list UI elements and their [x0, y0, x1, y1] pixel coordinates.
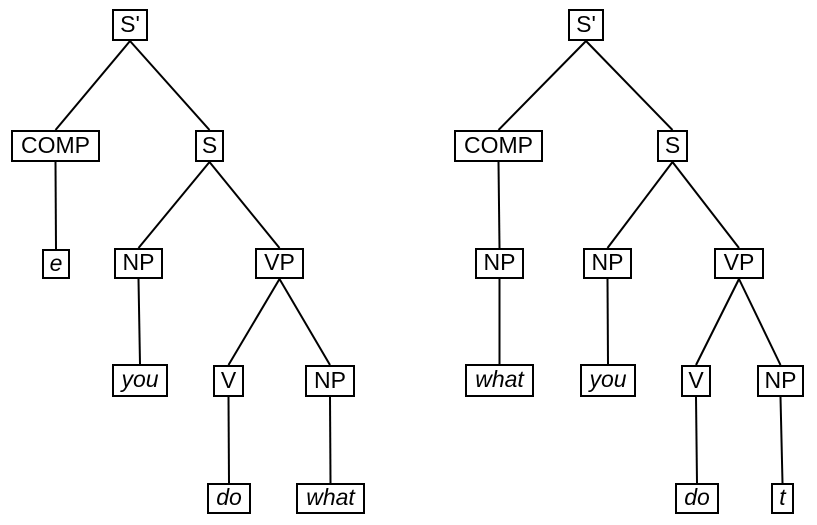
tree-edge-l-np1-to-l-you	[137, 278, 141, 365]
tree-node-r-np0: NP	[475, 248, 524, 279]
tree-edge-r-vp-to-r-np2	[738, 278, 782, 366]
tree-node-label: NP	[314, 366, 346, 393]
tree-node-label: do	[684, 484, 710, 510]
tree-node-label: V	[688, 366, 704, 393]
tree-node-label: do	[216, 484, 242, 510]
tree-node-r-comp: COMP	[454, 130, 543, 162]
tree-node-l-you: you	[112, 364, 168, 397]
tree-edge-r-np2-to-r-t	[779, 396, 784, 484]
tree-node-label: you	[121, 366, 159, 392]
tree-edge-r-v-to-r-do	[695, 396, 698, 484]
tree-edge-l-s-to-l-np1	[137, 161, 211, 249]
tree-edge-r-np1-to-r-you	[606, 278, 609, 365]
tree-edge-l-sbar-to-l-s	[129, 40, 211, 131]
tree-node-label: e	[49, 249, 63, 276]
tree-edge-l-np2-to-l-what	[329, 396, 332, 484]
tree-node-r-t: t	[771, 483, 794, 514]
tree-node-l-np1: NP	[114, 248, 163, 279]
tree-node-l-vp: VP	[255, 248, 304, 279]
tree-node-label: S	[201, 131, 218, 158]
tree-node-r-sbar: S'	[568, 9, 604, 41]
tree-edge-l-vp-to-l-v	[227, 278, 281, 366]
tree-edge-l-s-to-l-vp	[208, 161, 281, 249]
tree-node-l-do: do	[207, 483, 251, 514]
tree-node-r-np2: NP	[757, 365, 804, 397]
tree-node-r-you: you	[580, 364, 636, 397]
tree-node-r-np1: NP	[583, 248, 632, 279]
tree-node-label: COMP	[21, 131, 90, 158]
tree-edge-r-sbar-to-r-comp	[497, 40, 587, 131]
tree-node-label: what	[306, 484, 355, 510]
tree-node-label: S	[664, 131, 681, 158]
tree-node-l-sbar: S'	[112, 9, 148, 41]
tree-node-l-comp: COMP	[11, 130, 100, 162]
tree-node-r-what: what	[465, 364, 534, 397]
tree-edge-l-v-to-l-do	[227, 396, 230, 484]
tree-node-l-s: S	[195, 130, 224, 162]
tree-node-label: VP	[723, 249, 755, 275]
tree-edge-r-comp-to-r-np0	[497, 161, 501, 249]
tree-node-label: NP	[591, 249, 624, 275]
tree-node-label: V	[220, 366, 237, 393]
tree-node-r-v: V	[681, 365, 711, 397]
tree-node-label: what	[475, 366, 524, 392]
tree-edge-r-vp-to-r-v	[695, 278, 740, 366]
tree-edge-r-s-to-r-np1	[606, 161, 674, 249]
tree-node-label: VP	[264, 249, 295, 275]
tree-node-l-e: e	[42, 249, 70, 279]
tree-node-label: NP	[483, 249, 516, 275]
tree-edge-l-vp-to-l-np2	[278, 278, 331, 366]
tree-node-label: NP	[764, 366, 797, 393]
tree-node-label: NP	[122, 249, 155, 275]
tree-node-label: S'	[120, 10, 140, 37]
tree-node-label: you	[589, 366, 627, 392]
tree-edge-r-s-to-r-vp	[671, 161, 740, 249]
tree-node-label: COMP	[464, 131, 533, 158]
tree-node-label: S'	[576, 10, 596, 37]
tree-edge-l-sbar-to-l-comp	[54, 40, 131, 131]
tree-node-r-s: S	[657, 130, 688, 162]
tree-edge-r-sbar-to-r-s	[585, 40, 674, 131]
tree-node-r-do: do	[675, 483, 719, 514]
tree-node-r-vp: VP	[714, 248, 764, 279]
tree-node-l-v: V	[213, 365, 244, 397]
tree-node-l-np2: NP	[305, 365, 355, 397]
tree-node-label: t	[779, 484, 786, 510]
tree-node-l-what: what	[296, 483, 365, 514]
tree-edge-l-comp-to-l-e	[54, 161, 57, 250]
